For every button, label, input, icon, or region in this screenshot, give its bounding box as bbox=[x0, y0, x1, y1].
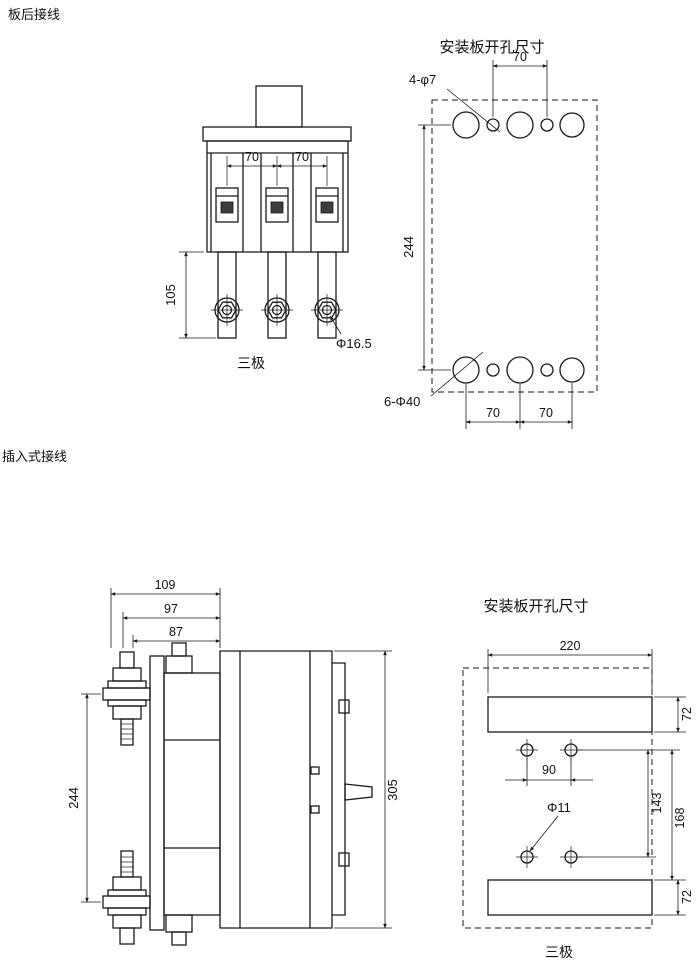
dim-244-plate: 244 bbox=[401, 236, 416, 258]
plate-bottom-caption: 三极 bbox=[545, 944, 573, 960]
dim-105: 105 bbox=[163, 284, 178, 306]
drill-plate-bottom: 220 72 90 143 bbox=[462, 639, 694, 960]
plug-clip-top bbox=[338, 699, 350, 714]
lug-bolt-top bbox=[171, 642, 187, 657]
cutout-bar-top bbox=[487, 696, 653, 733]
main-case bbox=[219, 650, 346, 929]
plug-in-section: 插入式接线 安装板开孔尺寸 109 97 87 bbox=[2, 449, 694, 960]
tab-upper bbox=[310, 766, 320, 775]
pole-right bbox=[310, 152, 344, 339]
dim-109: 109 bbox=[155, 578, 176, 592]
dim-244-studs: 244 bbox=[66, 787, 81, 809]
hole-top-right bbox=[559, 738, 583, 762]
dim-bottom-pitch: 70 70 bbox=[465, 383, 573, 429]
dim-hole-span: 143 168 bbox=[579, 749, 687, 881]
tab-lower bbox=[310, 805, 320, 814]
section1-label: 板后接线 bbox=[8, 7, 60, 22]
hole-bottom-left bbox=[515, 845, 539, 869]
hole-bottom-right bbox=[559, 845, 583, 869]
dim-phi11: Φ11 bbox=[547, 800, 571, 815]
small-hole bbox=[540, 118, 554, 132]
cutout-bar-bottom bbox=[487, 879, 653, 916]
pole-left bbox=[210, 152, 244, 339]
front-view-caption: 三极 bbox=[237, 355, 265, 371]
big-hole bbox=[559, 357, 585, 383]
label-6-phi40: 6-Φ40 bbox=[384, 394, 420, 409]
dim-overall-height: 305 bbox=[334, 650, 400, 929]
label-4-phi7: 4-φ7 bbox=[409, 72, 436, 87]
drill-plate-top: 70 4-φ7 244 6-Φ40 bbox=[384, 50, 598, 429]
small-hole bbox=[540, 363, 554, 377]
leader-small-holes: 4-φ7 bbox=[409, 72, 501, 133]
breaker-front-view: 70 70 105 Φ16.5 三极 bbox=[163, 85, 372, 371]
drill-plate-top-title: 安装板开孔尺寸 bbox=[439, 38, 544, 56]
small-hole bbox=[486, 363, 500, 377]
drill-plate-bottom-title: 安装板开孔尺寸 bbox=[483, 597, 588, 615]
dim-143: 143 bbox=[650, 793, 664, 814]
small-hole bbox=[486, 118, 500, 132]
dim-70-bottom-left: 70 bbox=[486, 406, 500, 420]
big-hole bbox=[452, 356, 480, 384]
dim-bar-top: 72 bbox=[654, 696, 694, 733]
base-plate bbox=[149, 655, 165, 931]
dim-stud-pitch: 244 bbox=[66, 693, 101, 903]
top-cap bbox=[202, 126, 352, 142]
leader-hole-dia: Φ11 bbox=[529, 800, 571, 852]
plate-outline-bottom bbox=[462, 667, 653, 929]
dim-72-top: 72 bbox=[680, 707, 694, 721]
section2-label: 插入式接线 bbox=[2, 449, 67, 464]
dim-bar-bottom: 72 bbox=[654, 879, 694, 916]
big-hole bbox=[506, 111, 534, 139]
dim-phi16-5: Φ16.5 bbox=[336, 336, 372, 351]
dim-hole-pitch: 90 bbox=[505, 758, 593, 786]
leader-big-holes: 6-Φ40 bbox=[384, 351, 484, 409]
dim-305: 305 bbox=[385, 779, 400, 801]
big-hole bbox=[506, 356, 534, 384]
operating-knob bbox=[255, 85, 303, 128]
front-case bbox=[163, 672, 221, 916]
leader-terminal-hole: Φ16.5 bbox=[329, 315, 372, 351]
dim-90: 90 bbox=[542, 763, 556, 777]
dim-top-pitch: 70 bbox=[492, 50, 548, 117]
dim-70-left: 70 bbox=[245, 150, 259, 164]
breaker-side-view: 109 97 87 bbox=[66, 578, 400, 946]
rear-wiring-section: 板后接线 安装板开孔尺寸 70 70 105 bbox=[8, 7, 598, 429]
mount-lug-bottom bbox=[165, 914, 193, 933]
lug-bolt-bottom bbox=[171, 931, 187, 946]
dim-depths: 109 97 87 bbox=[110, 578, 221, 648]
stud-assembly-bottom bbox=[102, 850, 151, 945]
dim-plate-height: 244 bbox=[401, 124, 451, 371]
dim-terminal-length: 105 bbox=[163, 251, 216, 339]
dim-70-bottom-right: 70 bbox=[539, 406, 553, 420]
big-hole bbox=[559, 112, 585, 138]
dim-97: 97 bbox=[164, 602, 178, 616]
dim-87: 87 bbox=[169, 625, 183, 639]
plug-clip-bottom bbox=[338, 852, 350, 867]
toggle-handle bbox=[344, 783, 373, 801]
big-hole bbox=[452, 111, 480, 139]
dim-168: 168 bbox=[673, 808, 687, 829]
dim-70-right: 70 bbox=[295, 150, 309, 164]
dim-72-bottom: 72 bbox=[680, 890, 694, 904]
dim-220: 220 bbox=[560, 639, 581, 653]
mount-lug-top bbox=[165, 655, 193, 674]
dim-70-top: 70 bbox=[513, 50, 527, 64]
hole-top-left bbox=[515, 738, 539, 762]
stud-assembly-top bbox=[102, 651, 151, 746]
plate-outline-top bbox=[431, 99, 598, 393]
dim-pole-pitch: 70 70 bbox=[226, 150, 328, 168]
pole-middle bbox=[260, 152, 294, 339]
dim-plate-width: 220 bbox=[487, 639, 653, 693]
